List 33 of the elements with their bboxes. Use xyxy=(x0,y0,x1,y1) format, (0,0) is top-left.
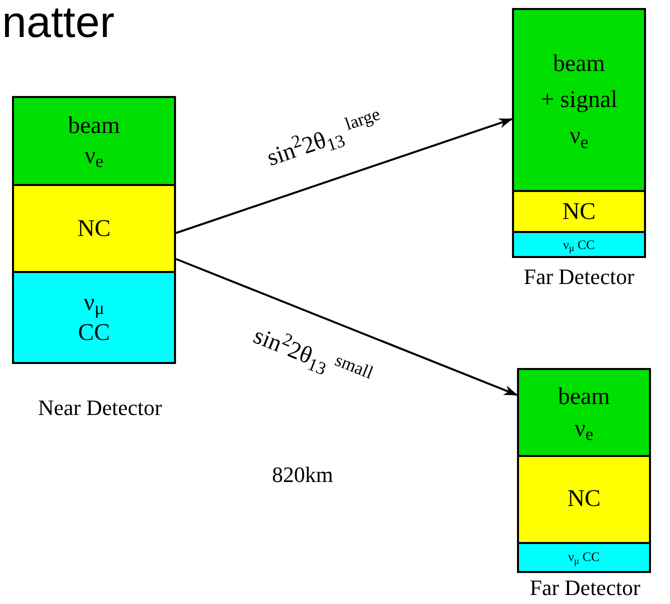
arrow xyxy=(176,258,518,396)
detector-stack xyxy=(12,96,176,364)
event-segment xyxy=(519,370,649,458)
segment-label: beam xyxy=(68,112,120,141)
segment-label: NC xyxy=(77,214,111,244)
event-segment xyxy=(514,233,644,256)
distance-label: 820km xyxy=(272,462,334,488)
event-segment xyxy=(514,10,644,192)
detector-stack xyxy=(512,8,646,258)
segment-label: beam xyxy=(558,382,610,412)
segment-label: ν$_{e}$ xyxy=(574,414,594,445)
event-segment xyxy=(14,273,174,362)
event-segment xyxy=(14,98,174,186)
segment-label: CC xyxy=(78,318,110,348)
detector-caption: Far Detector xyxy=(522,264,636,290)
segment-label: ν$_{e}$ xyxy=(570,122,588,154)
title: natter xyxy=(2,0,115,49)
detector-caption: Near Detector xyxy=(37,395,163,421)
event-segment xyxy=(514,192,644,234)
event-segment xyxy=(519,544,649,571)
arrow xyxy=(176,118,513,234)
segment-label: ν$_{e}$ xyxy=(84,142,104,171)
event-segment xyxy=(519,457,649,544)
segment-label: NC xyxy=(567,485,601,514)
segment-label: ν$_{μ}$ CC xyxy=(568,549,600,566)
detector-stack xyxy=(517,368,651,573)
segment-label: ν$_{μ}$ xyxy=(84,288,104,318)
segment-label: beam xyxy=(553,50,605,80)
detector-caption: Far Detector xyxy=(528,575,642,601)
segment-label: NC xyxy=(562,198,596,227)
segment-label: + signal xyxy=(540,86,618,116)
segment-label: ν$_{μ}$ CC xyxy=(563,236,595,253)
event-segment xyxy=(14,186,174,274)
